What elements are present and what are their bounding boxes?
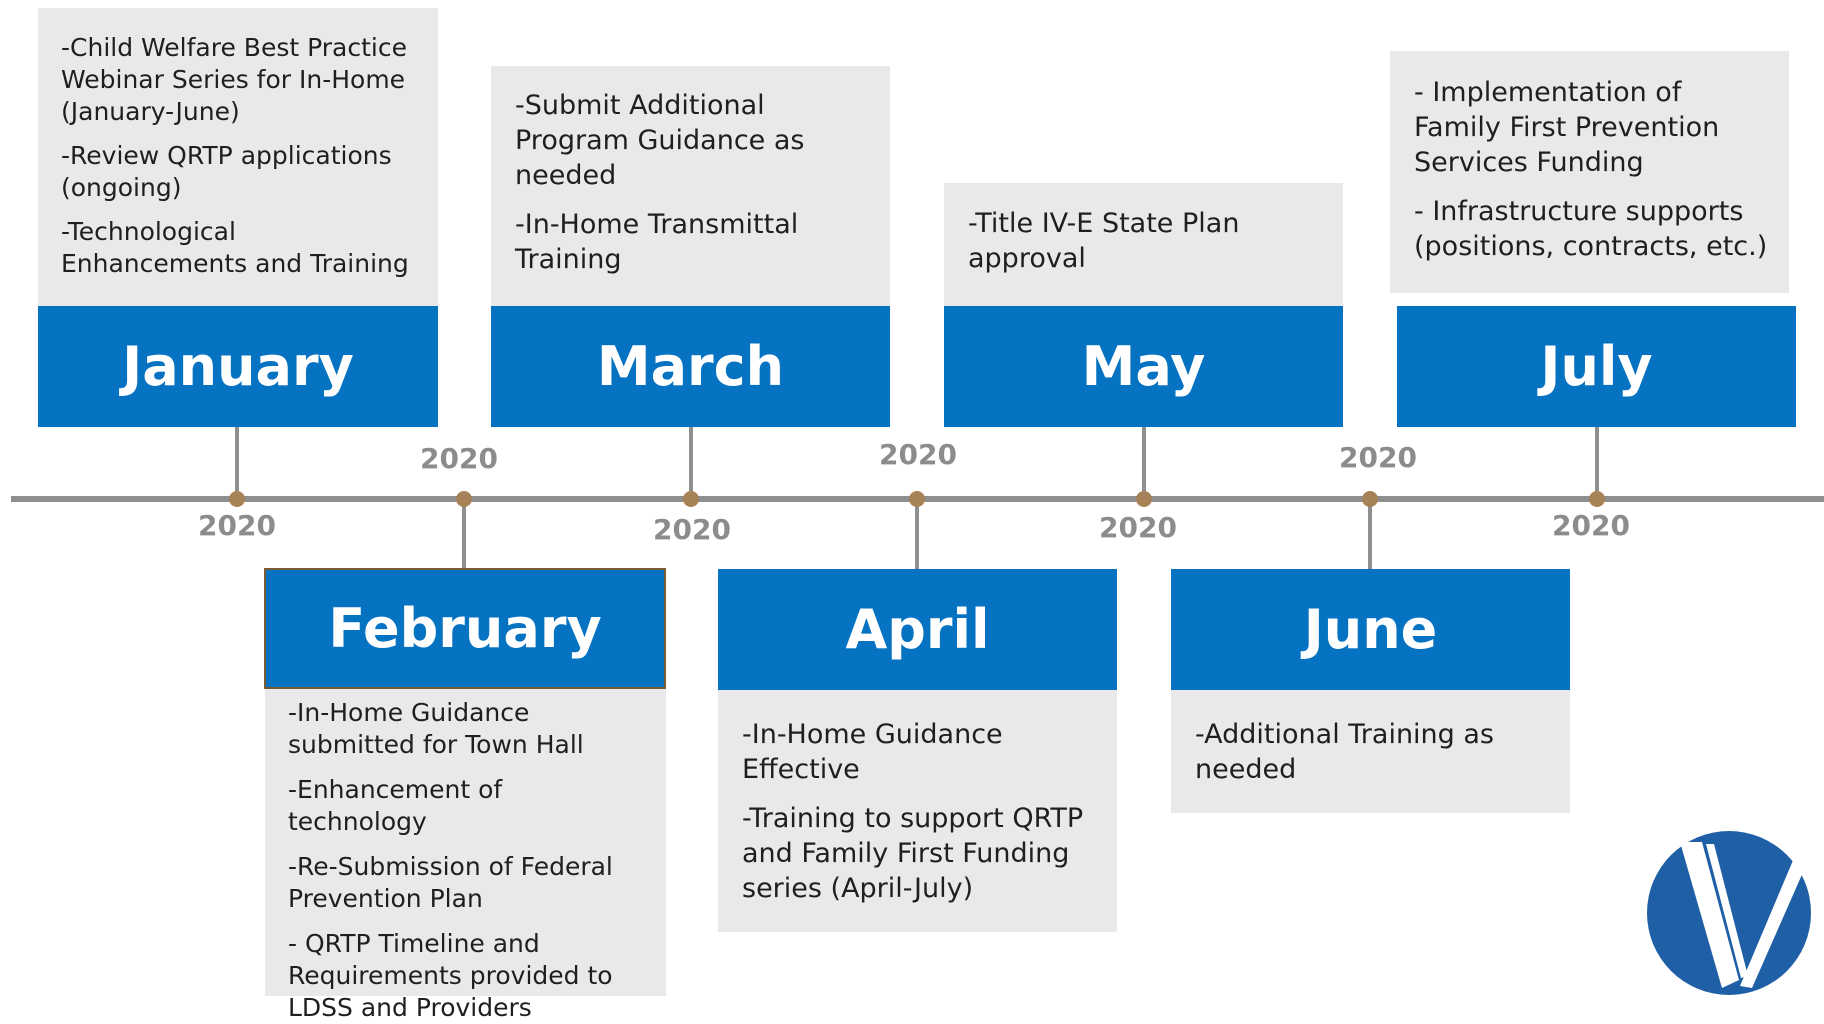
notes-january: -Child Welfare Best Practice Webinar Ser… xyxy=(38,8,438,306)
notes-july: - Implementation of Family First Prevent… xyxy=(1390,51,1789,293)
year-label-february: 2020 xyxy=(420,442,498,475)
note-item: -In-Home Transmittal Training xyxy=(515,209,799,275)
connector-june xyxy=(1368,498,1372,570)
connector-may xyxy=(1142,426,1146,498)
v-logo-icon xyxy=(1647,831,1811,995)
month-july: July xyxy=(1397,306,1796,427)
note-item: - Infrastructure supports (positions, co… xyxy=(1414,196,1768,262)
notes-february: -In-Home Guidance submitted for Town Hal… xyxy=(265,689,666,1022)
year-label-march: 2020 xyxy=(653,513,731,546)
connector-april xyxy=(915,498,919,570)
timeline-dot-january xyxy=(229,491,245,507)
connector-july xyxy=(1595,426,1599,498)
notes-june: -Additional Training as needed xyxy=(1171,690,1570,813)
year-label-april: 2020 xyxy=(879,438,957,471)
note-item: -Training to support QRTP and Family Fir… xyxy=(742,803,1084,904)
note-item: -In-Home Guidance submitted for Town Hal… xyxy=(288,698,584,759)
note-item: -Additional Training as needed xyxy=(1195,719,1495,785)
timeline-dot-february xyxy=(456,491,472,507)
note-item: - QRTP Timeline and Requirements provide… xyxy=(288,929,613,1022)
note-item: -Title IV-E State Plan approval xyxy=(968,208,1240,274)
month-february: February xyxy=(264,568,666,689)
timeline-dot-april xyxy=(909,491,925,507)
year-label-may: 2020 xyxy=(1099,511,1177,544)
connector-march xyxy=(689,426,693,498)
note-item: -Technological Enhancements and Training xyxy=(61,217,409,278)
year-label-july: 2020 xyxy=(1552,509,1630,542)
month-may: May xyxy=(944,306,1343,427)
notes-may: -Title IV-E State Plan approval xyxy=(944,183,1343,306)
notes-march: -Submit Additional Program Guidance as n… xyxy=(491,66,890,306)
timeline-dot-may xyxy=(1136,491,1152,507)
month-january: January xyxy=(38,306,438,427)
year-label-june: 2020 xyxy=(1339,441,1417,474)
note-item: - Implementation of Family First Prevent… xyxy=(1414,77,1720,178)
note-item: -Child Welfare Best Practice Webinar Ser… xyxy=(61,33,407,126)
year-label-january: 2020 xyxy=(198,509,276,542)
month-march: March xyxy=(491,306,890,427)
note-item: -Review QRTP applications (ongoing) xyxy=(61,141,392,202)
note-item: -Submit Additional Program Guidance as n… xyxy=(515,90,805,191)
connector-february xyxy=(462,498,466,570)
month-april: April xyxy=(718,569,1117,690)
timeline-dot-july xyxy=(1589,491,1605,507)
notes-april: -In-Home Guidance Effective -Training to… xyxy=(718,690,1117,932)
timeline-dot-june xyxy=(1362,491,1378,507)
note-item: -Enhancement of technology xyxy=(288,775,503,836)
timeline-dot-march xyxy=(683,491,699,507)
note-item: -Re-Submission of Federal Prevention Pla… xyxy=(288,852,613,913)
month-june: June xyxy=(1171,569,1570,690)
connector-january xyxy=(235,426,239,498)
note-item: -In-Home Guidance Effective xyxy=(742,719,1003,785)
